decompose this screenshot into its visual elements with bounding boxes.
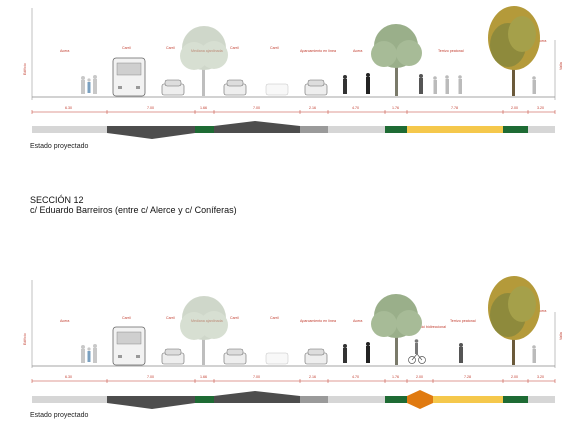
dimension-label: 7.00 (253, 106, 260, 110)
bicycle-icon (408, 339, 426, 364)
dimension-label: 7.78 (451, 106, 458, 110)
plan-strip (32, 121, 555, 139)
zone-label: Terrizo peatonal (438, 49, 464, 53)
zone-label: Carril (230, 46, 239, 50)
zone-label: Acera (353, 49, 362, 53)
car-icon (265, 352, 289, 365)
section-top-drawing: Edificio Valla Acera Carril Carril Media… (23, 6, 563, 139)
dimension-label: 1.76 (392, 375, 399, 379)
zone-label: Carril (166, 46, 175, 50)
car-icon (223, 79, 247, 96)
car-icon (304, 79, 328, 96)
pedestrians-icon (81, 75, 97, 94)
bus-icon (112, 326, 146, 366)
car-icon (161, 79, 185, 96)
car-icon (223, 348, 247, 365)
zone-label: Acera (60, 49, 69, 53)
zone-label: Acera (353, 319, 362, 323)
tree-icon (371, 294, 422, 365)
dimension-label: 7.00 (147, 375, 154, 379)
dimension-label: 6.30 (65, 375, 72, 379)
side-label-right: Valla (559, 332, 563, 340)
car-icon (304, 348, 328, 365)
tree-icon (488, 6, 540, 96)
zone-label: Acera (60, 319, 69, 323)
dimension-label: 1.76 (392, 106, 399, 110)
dimension-label: 4.70 (352, 375, 359, 379)
dimension-label: 1.66 (200, 106, 207, 110)
zone-label: Carril (166, 316, 175, 320)
section-bottom-drawing: Edificio Valla Acera Carril Carril Media… (23, 276, 563, 409)
side-label-left: Edificio (23, 333, 27, 345)
zone-label: Acera (537, 39, 546, 43)
dimension-label: 7.00 (147, 106, 154, 110)
tree-icon (180, 296, 228, 365)
dimension-label: 2.16 (309, 106, 316, 110)
side-label-left: Edificio (23, 63, 27, 75)
dimension-label: 2.00 (511, 375, 518, 379)
zone-label: Carril (122, 316, 131, 320)
section-subtitle: c/ Eduardo Barreiros (entre c/ Alerce y … (30, 205, 237, 215)
dimension-label: 1.66 (200, 375, 207, 379)
dimension-label: 2.16 (309, 375, 316, 379)
dimension-label: 6.30 (65, 106, 72, 110)
dimension-label: 3.20 (537, 375, 544, 379)
dimension-label: 2.00 (511, 106, 518, 110)
pedestrians-icon (81, 344, 97, 363)
zone-label: Acera (537, 309, 546, 313)
side-label-right: Valla (559, 62, 563, 70)
pedestrians-icon (343, 73, 536, 94)
zone-label: Carril bici bidireccional (410, 325, 446, 329)
caption-bottom: Estado proyectado (30, 412, 89, 419)
zone-label: Carril (122, 46, 131, 50)
zone-label: Carril (230, 316, 239, 320)
tree-icon (488, 276, 540, 365)
plan-strip (32, 390, 555, 409)
caption-top: Estado proyectado (30, 143, 89, 150)
section-title: SECCIÓN 12 (30, 195, 84, 205)
dimension-label: 7.00 (253, 375, 260, 379)
dimension-label: 4.70 (352, 106, 359, 110)
dimension-label: 3.20 (537, 106, 544, 110)
zone-label: Aparcamiento en línea (300, 49, 336, 53)
car-icon (265, 83, 289, 96)
zone-label: Terrizo peatonal (450, 319, 476, 323)
zone-label: Aparcamiento en línea (300, 319, 336, 323)
zone-label: Carril (270, 46, 279, 50)
pedestrians-icon (343, 342, 536, 363)
dimension-label: 7.28 (464, 375, 471, 379)
bus-icon (112, 57, 146, 97)
tree-icon (180, 26, 228, 96)
tree-icon (371, 24, 422, 96)
zone-label: Carril (270, 316, 279, 320)
dimension-label: 2.00 (416, 375, 423, 379)
car-icon (161, 348, 185, 365)
